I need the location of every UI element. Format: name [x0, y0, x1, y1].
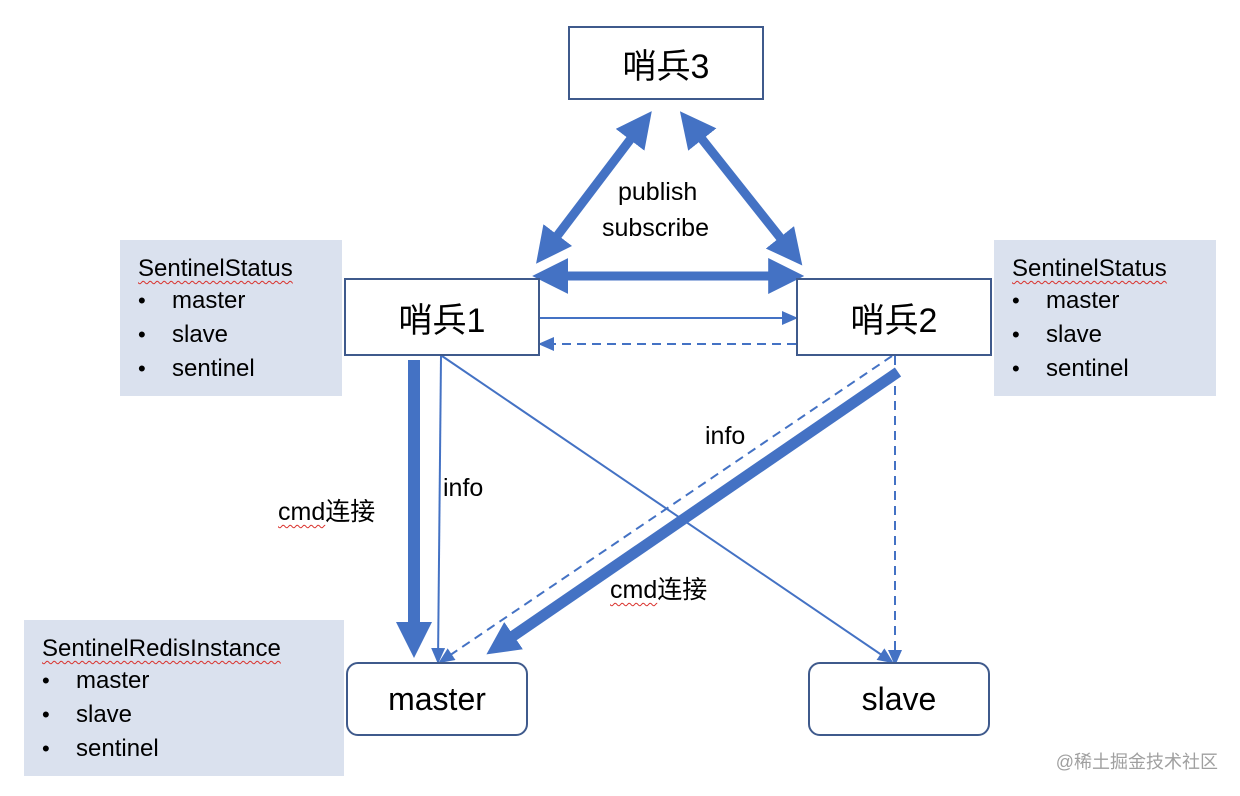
panel-title: SentinelRedisInstance: [42, 635, 281, 662]
panel-item: master: [42, 664, 344, 698]
sentinel-2-label: 哨兵2: [850, 301, 938, 340]
sentinel-1-node: 哨兵1: [344, 278, 540, 356]
panel-item: slave: [1012, 318, 1216, 352]
panel-title: SentinelStatus: [1012, 255, 1167, 282]
master-label: master: [388, 680, 486, 717]
panel-item: master: [138, 284, 342, 318]
subscribe-label: subscribe: [602, 214, 709, 242]
sentinel-3-node: 哨兵3: [568, 26, 764, 100]
publish-label: publish: [618, 178, 698, 206]
sentinel-3-label: 哨兵3: [622, 47, 710, 86]
watermark: @稀土掘金技术社区: [1055, 752, 1218, 772]
info-arrow-s2-to-master: [438, 355, 893, 664]
slave-node: slave: [808, 662, 990, 736]
sentinel-status-panel-left: SentinelStatus master slave sentinel: [120, 240, 342, 396]
info-label-left: info: [443, 474, 484, 502]
panel-item: slave: [138, 318, 342, 352]
cmd-connection-label-right: cmd连接: [610, 570, 707, 606]
panel-item: sentinel: [1012, 352, 1216, 386]
pubsub-arrow-s1-s3: [536, 111, 652, 264]
panel-title: SentinelStatus: [138, 255, 293, 282]
panel-item: sentinel: [42, 732, 344, 766]
cmd-text: cmd: [610, 576, 658, 604]
panel-item: slave: [42, 698, 344, 732]
sentinel-1-label: 哨兵1: [398, 301, 486, 340]
panel-item: master: [1012, 284, 1216, 318]
connection-text: 连接: [325, 498, 376, 526]
cmd-arrow-s2-to-master: [486, 367, 902, 655]
connection-text: 连接: [657, 576, 708, 604]
pubsub-arrow-s2-s3: [679, 111, 803, 266]
info-arrow-s1-to-master: [431, 355, 446, 664]
slave-label: slave: [861, 680, 937, 717]
info-label-right: info: [705, 422, 746, 450]
sentinel-redis-instance-panel: SentinelRedisInstance master slave senti…: [24, 620, 344, 776]
panel-item: sentinel: [138, 352, 342, 386]
cmd-text: cmd: [278, 498, 326, 526]
sentinel-2-node: 哨兵2: [796, 278, 992, 356]
sentinel-status-panel-right: SentinelStatus master slave sentinel: [994, 240, 1216, 396]
master-node: master: [346, 662, 528, 736]
cmd-connection-label-left: cmd连接: [278, 492, 375, 528]
